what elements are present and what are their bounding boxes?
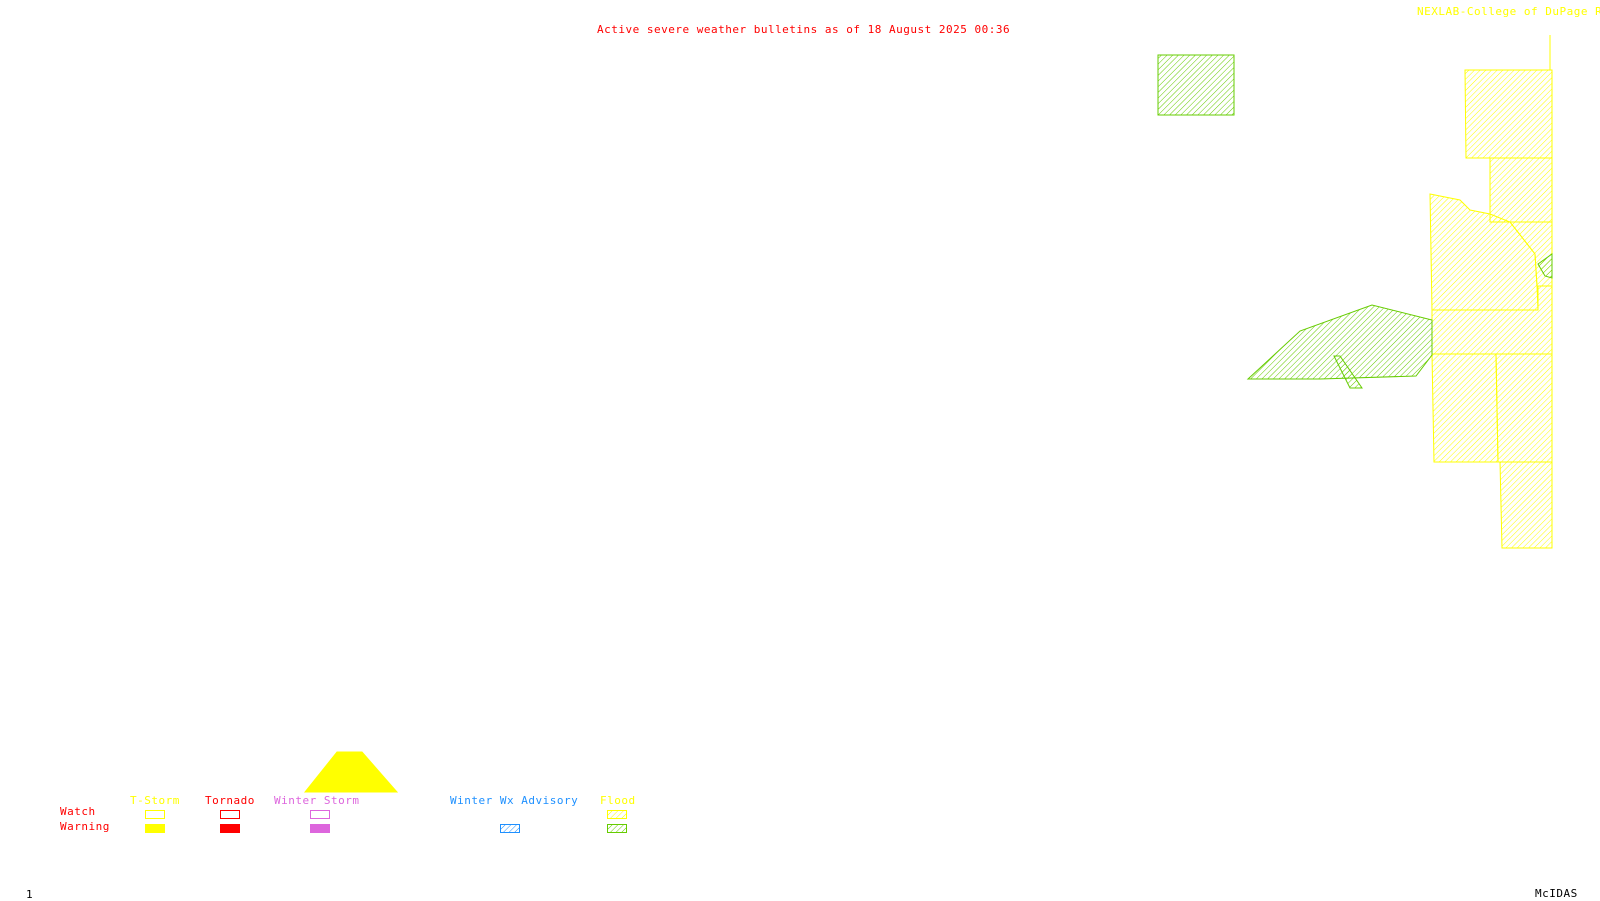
legend-flood-label: Flood [600, 794, 636, 807]
flood-warning-area [1246, 304, 1433, 380]
flood-watch-areas [1429, 35, 1553, 549]
flood-watch-area [1495, 353, 1553, 463]
legend-winter-advisory-swatch [500, 824, 520, 833]
legend-tornado-watch-swatch [220, 810, 240, 819]
frame-number: 1 [26, 888, 34, 901]
legend-row-watch: Watch [60, 805, 96, 818]
flood-warning-areas [1157, 54, 1553, 389]
legend-tornado-label: Tornado [205, 794, 255, 807]
legend-flood-watch-swatch [607, 810, 627, 819]
software-label: McIDAS [1535, 887, 1578, 900]
legend-row-warning: Warning [60, 820, 110, 833]
legend-winter-storm-warning-swatch [310, 824, 330, 833]
flood-watch-area [1499, 461, 1553, 549]
flood-warning-area [1157, 54, 1235, 116]
legend-winter-storm-label: Winter Storm [274, 794, 360, 807]
legend-tstorm-watch-swatch [145, 810, 165, 819]
legend-tornado-warning-swatch [220, 824, 240, 833]
flood-watch-area [1464, 69, 1553, 159]
flood-watch-area [1431, 353, 1499, 463]
flood-warning-area [1537, 253, 1553, 279]
credit-label: NEXLAB-College of DuPage R [1417, 5, 1600, 18]
flood-warning-area [1333, 355, 1363, 389]
legend-flood-warning-swatch [607, 824, 627, 833]
legend-winter-storm-watch-swatch [310, 810, 330, 819]
tstorm-warning-area [303, 751, 399, 793]
legend-tstorm-warning-swatch [145, 824, 165, 833]
legend-tstorm-label: T-Storm [130, 794, 180, 807]
flood-watch-area [1489, 157, 1553, 223]
page-title: Active severe weather bulletins as of 18… [597, 23, 1011, 36]
legend-winter-advisory-label: Winter Wx Advisory [450, 794, 579, 807]
